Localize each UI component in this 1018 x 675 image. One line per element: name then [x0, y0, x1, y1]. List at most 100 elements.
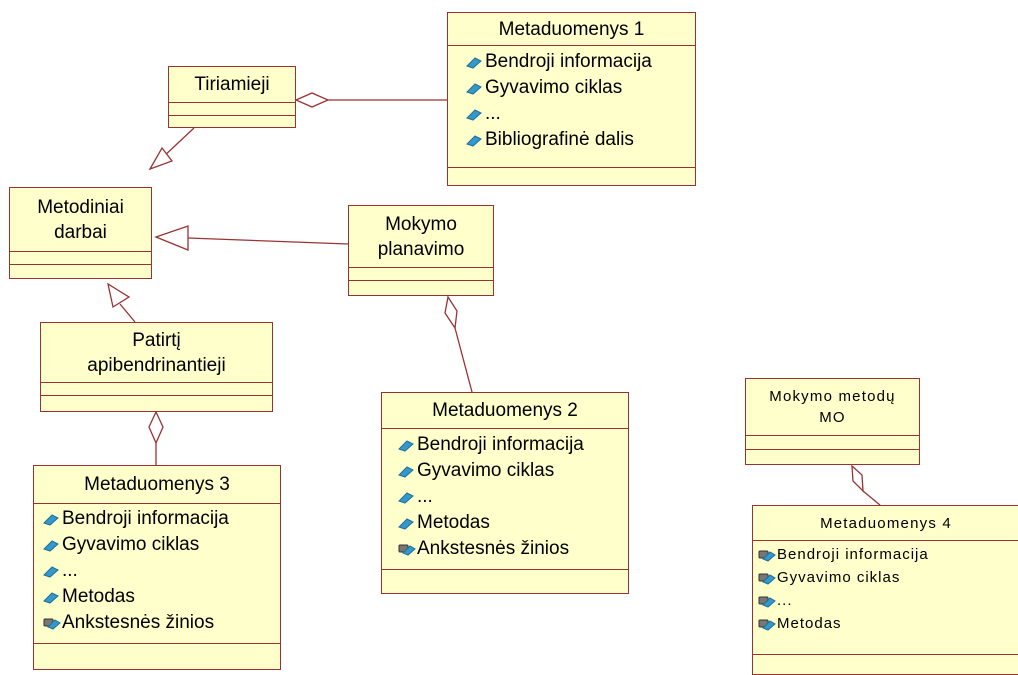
generalization-mokymo-planavimo — [187, 237, 349, 245]
attribute-row: Bendroji informacija — [43, 506, 280, 532]
class-name-line: Mokymo metodų — [769, 388, 896, 405]
attribute-row: Metodas — [398, 510, 628, 536]
attribute-label: Bendroji informacija — [417, 434, 584, 455]
aggregation-diamond — [148, 410, 164, 445]
attribute-label: Bendroji informacija — [485, 51, 652, 72]
attribute-row: Gyvavimo ciklas — [466, 75, 695, 101]
public-attribute-icon — [398, 492, 414, 504]
attribute-label: Ankstesnės žinios — [62, 612, 215, 633]
public-attribute-icon — [43, 540, 59, 552]
attribute-label: Bendroji informacija — [777, 546, 929, 563]
attribute-label: Gyvavimo ciklas — [777, 569, 901, 586]
attribute-row: Ankstesnės žinios — [43, 610, 280, 636]
attribute-label: ... — [777, 592, 793, 609]
class-name-line: darbai — [54, 221, 107, 243]
class-name: Tiriamieji — [169, 67, 295, 103]
class-name: Patirtį apibendrinantieji — [41, 323, 272, 383]
class-name-line: apibendrinantieji — [87, 354, 226, 376]
public-attribute-icon — [466, 109, 482, 121]
attribute-compartment — [746, 436, 919, 450]
public-attribute-icon — [43, 592, 59, 604]
attribute-compartment — [349, 268, 493, 281]
aggregation-meta4 — [862, 490, 881, 506]
class-mokymo-metodu-mo[interactable]: Mokymo metodų MO — [745, 378, 920, 465]
attribute-label: Bendroji informacija — [62, 508, 229, 529]
class-name: Metaduomenys 1 — [448, 13, 695, 46]
class-metaduomenys-3[interactable]: Metaduomenys 3 Bendroji informacija Gyva… — [33, 465, 281, 670]
class-metodiniai-darbai[interactable]: Metodiniai darbai — [9, 187, 152, 279]
attribute-row: Bibliografinė dalis — [466, 127, 695, 153]
attribute-row: Metodas — [43, 584, 280, 610]
class-name: Mokymo planavimo — [349, 206, 493, 268]
public-attribute-icon — [43, 566, 59, 578]
protected-attribute-icon — [758, 619, 776, 631]
generalization-arrowhead — [154, 225, 189, 251]
generalization-patirti — [119, 303, 136, 323]
class-tiriamieji[interactable]: Tiriamieji — [168, 66, 296, 128]
aggregation-diamond — [294, 92, 330, 108]
class-name: Mokymo metodų MO — [746, 379, 919, 436]
aggregation-meta2 — [454, 327, 473, 393]
attribute-compartment — [169, 103, 295, 116]
attribute-label: Metodas — [62, 586, 135, 607]
public-attribute-icon — [466, 57, 482, 69]
attribute-row: Bendroji informacija — [398, 432, 628, 458]
class-name-line: planavimo — [377, 238, 465, 260]
attribute-compartment: Bendroji informacija Gyvavimo ciklas ...… — [34, 504, 280, 644]
attribute-row: Gyvavimo ciklas — [398, 458, 628, 484]
protected-attribute-icon — [398, 544, 416, 556]
protected-attribute-icon — [758, 596, 776, 608]
class-metaduomenys-1[interactable]: Metaduomenys 1 Bendroji informacija Gyva… — [447, 12, 696, 186]
attribute-row: ... — [466, 101, 695, 127]
attribute-row: Gyvavimo ciklas — [758, 566, 1018, 589]
generalization-tiriamieji — [161, 127, 195, 159]
class-name-line: MO — [819, 409, 846, 426]
aggregation-diamond — [851, 464, 864, 493]
attribute-label: Gyvavimo ciklas — [417, 460, 555, 481]
class-name-line: Mokymo — [385, 213, 457, 235]
class-metaduomenys-2[interactable]: Metaduomenys 2 Bendroji informacija Gyva… — [381, 392, 629, 594]
attribute-label: ... — [417, 486, 433, 507]
attribute-row: ... — [758, 589, 1018, 612]
public-attribute-icon — [466, 83, 482, 95]
class-name: Metaduomenys 4 — [753, 506, 1018, 541]
protected-attribute-icon — [43, 618, 61, 630]
attribute-compartment — [41, 383, 272, 396]
attribute-compartment — [10, 252, 151, 265]
class-name: Metaduomenys 3 — [34, 466, 280, 504]
attribute-row: Bendroji informacija — [758, 543, 1018, 566]
attribute-label: Metodas — [417, 512, 490, 533]
attribute-label: ... — [485, 103, 501, 124]
class-metaduomenys-4[interactable]: Metaduomenys 4 Bendroji informacija Gyva… — [752, 505, 1018, 675]
class-mokymo-planavimo[interactable]: Mokymo planavimo — [348, 205, 494, 296]
class-name-text: Metaduomenys 2 — [432, 400, 578, 421]
attribute-row: ... — [398, 484, 628, 510]
aggregation-diamond — [444, 295, 458, 330]
attribute-label: ... — [62, 560, 78, 581]
attribute-row: Metodas — [758, 612, 1018, 635]
attribute-compartment: Bendroji informacija Gyvavimo ciklas ...… — [382, 429, 628, 570]
protected-attribute-icon — [758, 550, 776, 562]
attribute-label: Gyvavimo ciklas — [485, 77, 623, 98]
class-name-text: Tiriamieji — [194, 74, 270, 95]
class-name-text: Metaduomenys 3 — [84, 474, 230, 495]
public-attribute-icon — [398, 466, 414, 478]
attribute-row: Ankstesnės žinios — [398, 536, 628, 562]
class-name-line: Patirtį — [132, 329, 181, 351]
class-name: Metodiniai darbai — [10, 188, 151, 252]
public-attribute-icon — [466, 135, 482, 147]
protected-attribute-icon — [758, 573, 776, 585]
class-name-line: Metodiniai — [37, 196, 124, 218]
class-patirti-apibendrinantieji[interactable]: Patirtį apibendrinantieji — [40, 322, 273, 412]
attribute-label: Ankstesnės žinios — [417, 538, 570, 559]
class-name: Metaduomenys 2 — [382, 393, 628, 429]
attribute-compartment: Bendroji informacija Gyvavimo ciklas ...… — [753, 541, 1018, 655]
attribute-compartment: Bendroji informacija Gyvavimo ciklas ...… — [448, 46, 695, 168]
class-name-text: Metaduomenys 1 — [498, 18, 645, 40]
attribute-label: Bibliografinė dalis — [485, 129, 634, 150]
generalization-arrowhead — [148, 146, 174, 171]
attribute-row: Gyvavimo ciklas — [43, 532, 280, 558]
attribute-label: Gyvavimo ciklas — [62, 534, 200, 555]
